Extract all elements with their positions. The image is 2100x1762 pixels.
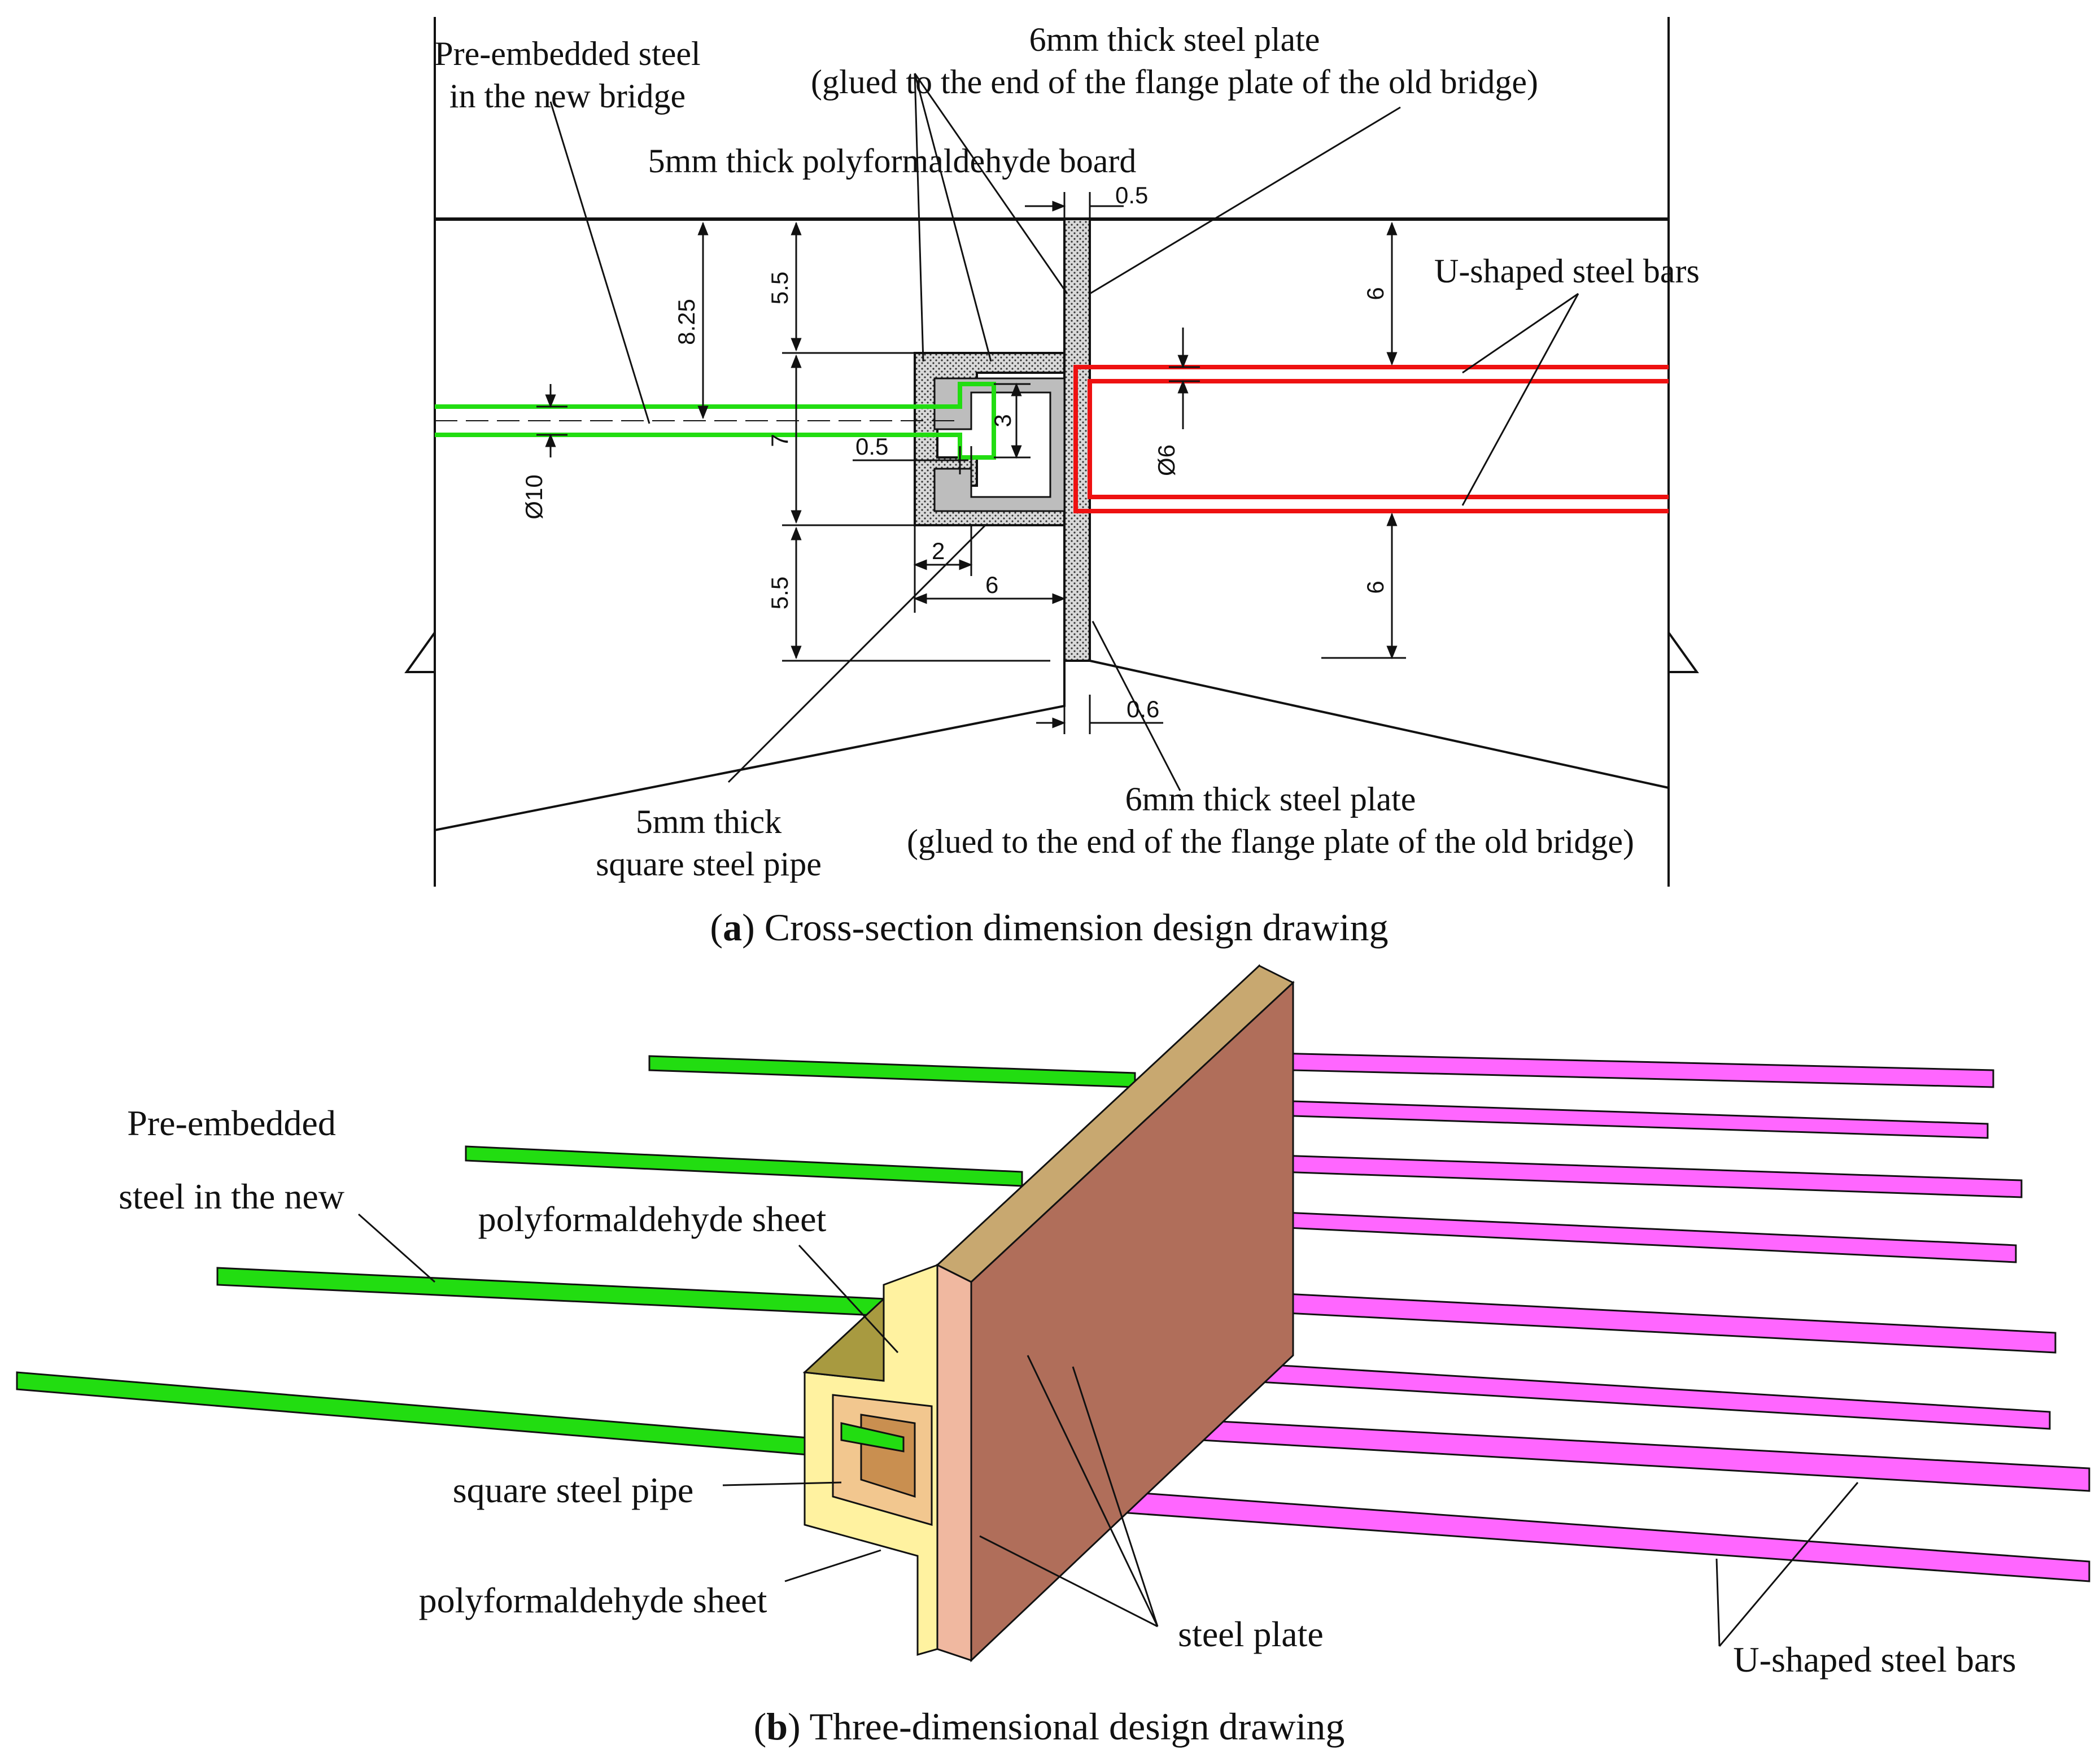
dimension-lines bbox=[536, 192, 1406, 734]
leader-lines-b bbox=[358, 1213, 1859, 1647]
caption-b-text: Three-dimensional design drawing bbox=[809, 1705, 1344, 1748]
dim-2: 2 bbox=[932, 538, 945, 564]
label-pre-embedded-b-line1: Pre-embedded bbox=[127, 1103, 336, 1143]
panel-a-cross-section: Pre-embedded steel in the new bridge 6mm… bbox=[404, 17, 1700, 949]
labels-b: Pre-embedded steel in the new polyformal… bbox=[119, 1103, 2016, 1680]
label-pre-embedded-line2: in the new bridge bbox=[449, 77, 686, 115]
dim-5-5-bottom: 5.5 bbox=[766, 577, 793, 609]
label-u-bars-a: U-shaped steel bars bbox=[1434, 252, 1700, 290]
dim-phi6: Ø6 bbox=[1153, 444, 1180, 476]
caption-b: (b) Three-dimensional design drawing bbox=[754, 1705, 1345, 1748]
dim-6-right-bottom: 6 bbox=[1362, 581, 1389, 594]
caption-a-letter: a bbox=[723, 906, 742, 949]
dim-8-25: 8.25 bbox=[673, 299, 700, 345]
label-plate-bottom-line2: (glued to the end of the flange plate of… bbox=[907, 823, 1634, 860]
label-pom-board: 5mm thick polyformaldehyde board bbox=[648, 142, 1137, 180]
label-pipe-a-line1: 5mm thick bbox=[636, 803, 782, 840]
label-pom-sheet-top: polyformaldehyde sheet bbox=[478, 1199, 827, 1239]
u-bar-section bbox=[1073, 365, 1669, 513]
label-pipe-b: square steel pipe bbox=[453, 1470, 694, 1510]
dim-0-6: 0.6 bbox=[1127, 696, 1159, 722]
dim-3: 3 bbox=[989, 414, 1016, 427]
dim-0-5-mid: 0.5 bbox=[855, 433, 888, 460]
dim-6-width: 6 bbox=[985, 572, 998, 598]
dim-phi10: Ø10 bbox=[521, 474, 547, 519]
steel-plate-3d bbox=[936, 965, 1295, 1663]
pre-embedded-bar-section bbox=[435, 382, 996, 460]
label-pipe-a-line2: square steel pipe bbox=[596, 845, 822, 883]
label-plate-top-line2: (glued to the end of the flange plate of… bbox=[811, 63, 1538, 101]
label-pre-embedded-line1: Pre-embedded steel bbox=[434, 35, 700, 72]
square-pipe-section bbox=[933, 377, 1066, 512]
dim-0-5-top: 0.5 bbox=[1115, 182, 1148, 208]
leader-lines-a bbox=[549, 73, 1579, 791]
caption-b-letter: b bbox=[766, 1705, 788, 1748]
square-pipe-3d bbox=[832, 1394, 933, 1526]
label-u-bars-b: U-shaped steel bars bbox=[1733, 1639, 2016, 1680]
label-plate-top-line1: 6mm thick steel plate bbox=[1029, 21, 1320, 58]
caption-a: (a) Cross-section dimension design drawi… bbox=[710, 906, 1388, 949]
dim-5-5-top: 5.5 bbox=[766, 272, 793, 304]
label-pre-embedded-b-line2: steel in the new bbox=[119, 1176, 344, 1216]
label-plate-bottom-line1: 6mm thick steel plate bbox=[1125, 780, 1416, 818]
pre-embedded-bars-3d bbox=[16, 1055, 1136, 1464]
label-pom-sheet-bottom: polyformaldehyde sheet bbox=[419, 1580, 767, 1620]
dim-7: 7 bbox=[766, 434, 793, 447]
labels-a: Pre-embedded steel in the new bridge 6mm… bbox=[434, 21, 1700, 883]
panel-b-3d: Pre-embedded steel in the new polyformal… bbox=[16, 964, 2090, 1748]
caption-a-text: Cross-section dimension design drawing bbox=[765, 906, 1389, 949]
dim-6-right-top: 6 bbox=[1362, 287, 1389, 300]
label-steel-plate-b: steel plate bbox=[1178, 1614, 1324, 1654]
